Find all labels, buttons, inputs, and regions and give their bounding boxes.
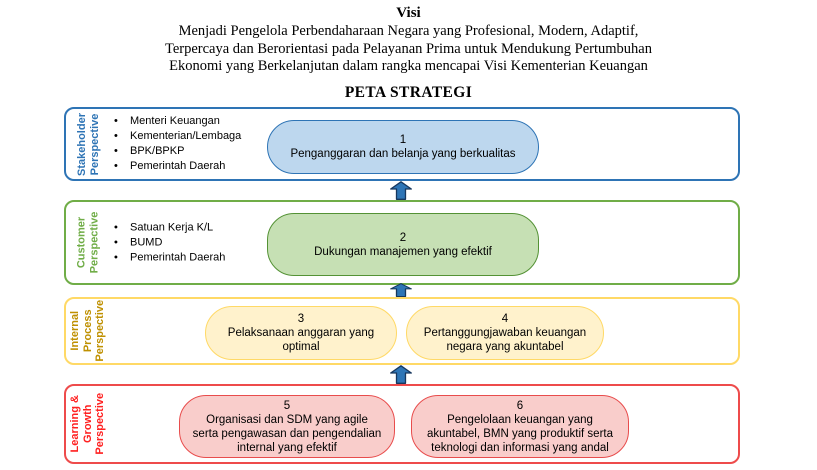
learning-growth-perspective-band: Learning & Growth Perspective 5 Organisa… bbox=[64, 384, 740, 464]
visi-statement: Menjadi Pengelola Perbendaharaan Negara … bbox=[0, 23, 817, 76]
stakeholder-perspective-band: Stakeholder Perspective Menteri Keuangan… bbox=[64, 107, 740, 181]
objective-number: 6 bbox=[516, 399, 524, 412]
customer-perspective-band: Customer Perspective Satuan Kerja K/L BU… bbox=[64, 200, 740, 285]
visi-line-2: Terpercaya dan Berorientasi pada Pelayan… bbox=[164, 40, 652, 57]
visi-title: Visi bbox=[396, 5, 421, 21]
rotated-label-text: Learning & Growth Perspective bbox=[69, 393, 107, 455]
visi-line-1: Menjadi Pengelola Perbendaharaan Negara … bbox=[178, 23, 639, 39]
objective-box-4: 4 Pertanggungjawaban keuangan negara yan… bbox=[406, 306, 604, 360]
list-item: Pemerintah Daerah bbox=[114, 159, 241, 174]
objective-number: 5 bbox=[283, 399, 291, 412]
up-arrow-icon-1 bbox=[390, 181, 412, 200]
objective-text: Penganggaran dan belanja yang berkualita… bbox=[290, 148, 516, 160]
objective-number: 3 bbox=[297, 313, 305, 325]
stakeholder-list: Menteri Keuangan Kementerian/Lembaga BPK… bbox=[114, 114, 241, 174]
objective-number: 4 bbox=[501, 313, 509, 325]
internal-process-perspective-label: Internal Process Perspective bbox=[66, 299, 110, 363]
objective-number: 1 bbox=[399, 134, 407, 146]
internal-process-perspective-band: Internal Process Perspective 3 Pelaksana… bbox=[64, 297, 740, 365]
objective-box-2: 2 Dukungan manajemen yang efektif bbox=[267, 213, 539, 276]
strategy-map-title: PETA STRATEGI bbox=[344, 84, 473, 101]
objective-box-3: 3 Pelaksanaan anggaran yang optimal bbox=[205, 306, 397, 360]
rotated-label-text: Customer Perspective bbox=[75, 211, 101, 274]
objective-text: Pelaksanaan anggaran yang optimal bbox=[227, 327, 375, 353]
rotated-label-text: Internal Process Perspective bbox=[69, 300, 107, 362]
objective-box-6: 6 Pengelolaan keuangan yang akuntabel, B… bbox=[411, 395, 629, 458]
objective-text: Organisasi dan SDM yang agile serta peng… bbox=[192, 413, 382, 454]
list-item: Kementerian/Lembaga bbox=[114, 129, 241, 144]
stakeholder-perspective-label: Stakeholder Perspective bbox=[66, 109, 110, 179]
customer-perspective-label: Customer Perspective bbox=[66, 202, 110, 283]
list-item: Pemerintah Daerah bbox=[114, 250, 225, 265]
objective-box-1: 1 Penganggaran dan belanja yang berkuali… bbox=[267, 120, 539, 174]
rotated-label-text: Stakeholder Perspective bbox=[75, 112, 101, 176]
customer-list: Satuan Kerja K/L BUMD Pemerintah Daerah bbox=[114, 220, 225, 265]
up-arrow-icon-2 bbox=[390, 283, 412, 297]
list-item: BUMD bbox=[114, 235, 225, 250]
objective-number: 2 bbox=[399, 231, 407, 244]
up-arrow-icon-3 bbox=[390, 365, 412, 384]
list-item: Menteri Keuangan bbox=[114, 114, 241, 129]
list-item: BPK/BPKP bbox=[114, 144, 241, 159]
visi-line-3: Ekonomi yang Berkelanjutan dalam rangka … bbox=[169, 58, 648, 74]
objective-text: Pertanggungjawaban keuangan negara yang … bbox=[423, 327, 587, 353]
objective-text: Pengelolaan keuangan yang akuntabel, BMN… bbox=[426, 413, 614, 454]
list-item: Satuan Kerja K/L bbox=[114, 220, 225, 235]
learning-growth-perspective-label: Learning & Growth Perspective bbox=[66, 386, 110, 462]
objective-text: Dukungan manajemen yang efektif bbox=[314, 245, 492, 258]
objective-box-5: 5 Organisasi dan SDM yang agile serta pe… bbox=[179, 395, 395, 458]
